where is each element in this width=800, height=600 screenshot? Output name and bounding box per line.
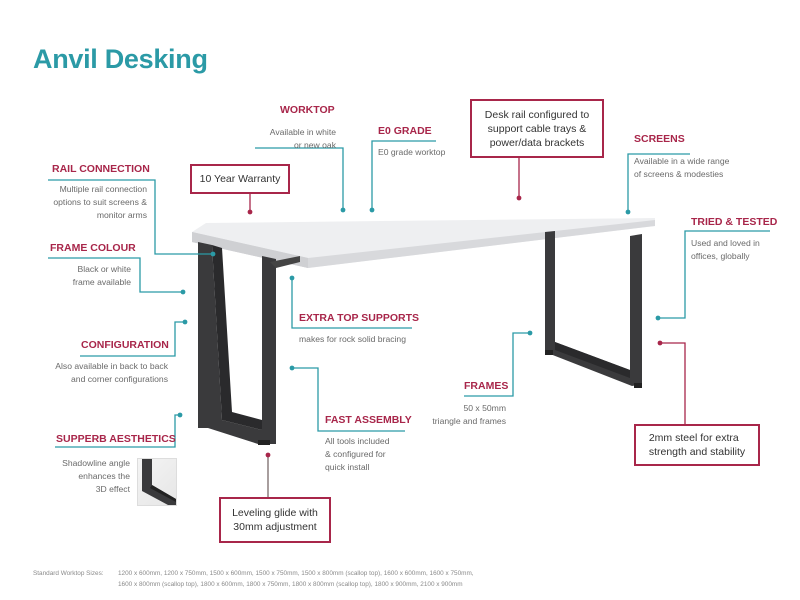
tried-tested-label: TRIED & TESTED	[691, 216, 778, 228]
worktop-surface	[192, 218, 655, 268]
worktop-sizes-footer: Standard Worktop Sizes:1200 x 600mm, 120…	[33, 570, 474, 588]
fast-assembly-label: FAST ASSEMBLY	[325, 414, 412, 426]
screens-label: SCREENS	[634, 133, 685, 145]
extra-top-supports-desc: makes for rock solid bracing	[299, 334, 406, 344]
frames-label: FRAMES	[464, 380, 509, 392]
extra-top-supports-label: EXTRA TOP SUPPORTS	[299, 312, 419, 324]
frame-colour-label: FRAME COLOUR	[50, 242, 136, 254]
warranty-callout: 10 Year Warranty	[190, 164, 290, 194]
superb-aesthetics-label: SUPPERB AESTHETICS	[56, 433, 176, 445]
worktop-sizes-label: Standard Worktop Sizes:	[33, 570, 104, 577]
shadowline-thumbnail	[137, 458, 177, 506]
rail-connection-label: RAIL CONNECTION	[52, 163, 150, 175]
configuration-label: CONFIGURATION	[81, 339, 169, 351]
e0-grade-label: E0 GRADE	[378, 125, 432, 137]
worktop-label: WORKTOP	[280, 104, 335, 116]
page-title: Anvil Desking	[33, 44, 208, 74]
e0-grade-desc: E0 grade worktop	[378, 147, 446, 157]
